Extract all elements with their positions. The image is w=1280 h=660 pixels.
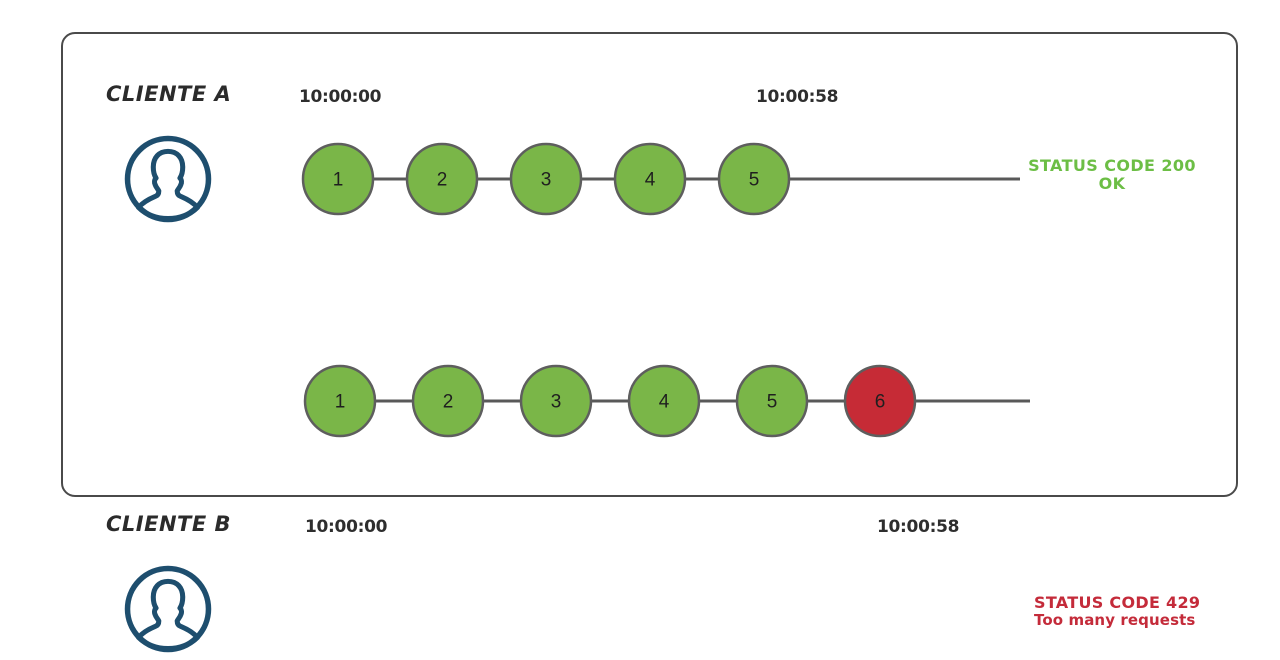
status-code-line: STATUS CODE 200: [1028, 156, 1196, 175]
status-code-line: STATUS CODE 429: [1034, 593, 1201, 612]
client-a-label: CLIENTE A: [106, 82, 232, 106]
diagram-frame: [61, 32, 1238, 497]
diagram-canvas: CLIENTE A 10:00:00 10:00:58 STATUS CODE …: [61, 32, 1238, 653]
timestamp-end-a: 10:00:58: [756, 87, 839, 107]
user-avatar-icon: [122, 563, 214, 655]
status-badge-a: STATUS CODE 200 OK: [1028, 157, 1196, 193]
timestamp-start-a: 10:00:00: [299, 87, 382, 107]
timestamp-start-b: 10:00:00: [305, 517, 388, 537]
status-text-line: OK: [1098, 173, 1126, 193]
status-text-line: Too many requests: [1034, 610, 1196, 629]
user-avatar-icon: [122, 133, 214, 225]
client-b-label: CLIENTE B: [106, 512, 232, 536]
status-badge-b: STATUS CODE 429 Too many requests: [1034, 594, 1200, 629]
timestamp-end-b: 10:00:58: [877, 517, 960, 537]
